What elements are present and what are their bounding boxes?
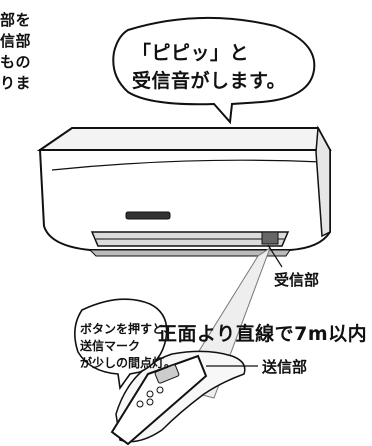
side-text-line: もの (0, 53, 32, 71)
speech-bubble (112, 16, 316, 125)
side-text-line: 信部 (0, 32, 32, 50)
speech-bubble-line2: 受信音がします。 (132, 70, 287, 92)
receiver-label: 受信部 (274, 271, 320, 289)
receiver-leader-line (267, 244, 283, 268)
note-bubble (74, 298, 168, 391)
side-text: 部を 信部 もの りま (0, 10, 31, 94)
remote-control (110, 354, 208, 446)
speech-bubble-line1: 「ピピッ」と (132, 42, 250, 64)
transmitter-label: 送信部 (262, 358, 308, 376)
remote-note-line3: が少しの間点灯。 (80, 356, 177, 370)
air-conditioner (36, 125, 332, 257)
range-text: 正面より直線で7m以内 (158, 323, 368, 345)
side-text-line: りま (0, 74, 32, 92)
remote-note-line2: 送信マーク (80, 339, 141, 353)
remote-note-line1: ボタンを押すと、 (80, 322, 176, 336)
side-text-line: 部を (0, 11, 32, 29)
